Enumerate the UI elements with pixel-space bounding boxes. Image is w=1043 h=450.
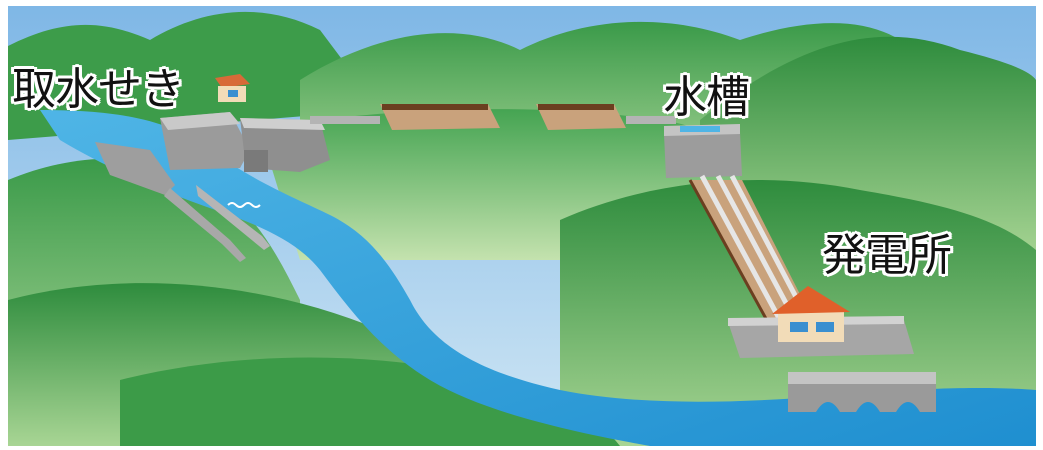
headrace-open-1 — [380, 104, 500, 130]
mountain-left-back — [8, 11, 380, 140]
head-tank-water — [680, 126, 720, 132]
weir-wall-top — [160, 112, 240, 130]
weir-gate — [244, 150, 268, 172]
power-station-label: 発電所 — [822, 230, 952, 281]
headrace-pipe-1 — [310, 116, 380, 124]
river — [40, 110, 1036, 446]
headrace-pipe-2 — [626, 116, 676, 124]
intake-weir-label: 取水せき — [12, 64, 185, 115]
fish-ladder-2 — [196, 185, 270, 250]
penstock-pipe-1 — [699, 174, 783, 322]
intake-channel-wall — [95, 142, 175, 195]
intake-house-window — [228, 90, 238, 97]
station-window-2 — [816, 322, 834, 332]
head-tank-label: 水槽 — [663, 72, 750, 123]
intake-house-roof — [215, 74, 250, 88]
fish-ladder — [164, 188, 246, 262]
weir-gate-top — [240, 118, 325, 130]
station-window — [790, 322, 808, 332]
penstock-pipe-2 — [715, 174, 797, 320]
headrace-open-2 — [536, 104, 626, 130]
bridge-body — [788, 384, 936, 412]
headrace-open-2-top — [538, 104, 614, 110]
water-flow-line — [227, 202, 261, 208]
head-tank-body — [664, 132, 742, 178]
station-building — [778, 312, 844, 342]
station-roof — [772, 286, 850, 314]
penstock-pipe-3 — [729, 174, 809, 318]
penstock-edge — [688, 179, 772, 327]
bridge-deck — [788, 372, 936, 384]
headrace-open-1-top — [382, 104, 488, 110]
